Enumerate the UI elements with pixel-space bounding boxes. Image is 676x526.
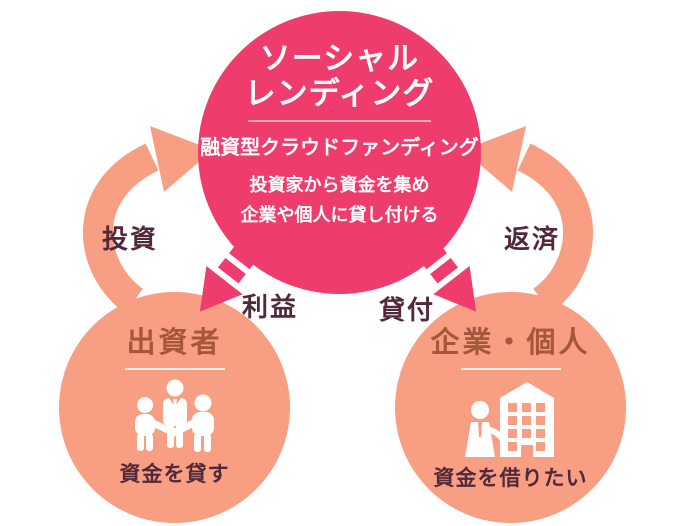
invest-curved-arrow [83,126,213,314]
investor-divider-line [124,368,225,370]
main-description-line1: 投資家から資金を集め [249,175,430,197]
borrower-circle-caption: 資金を借りたい [433,466,588,490]
main-description: 投資家から資金を集め 企業や個人に貸し付ける [241,171,439,230]
social-lending-circle: ソーシャル レンディング 融資型クラウドファンディング 投資家から資金を集め 企… [198,11,481,294]
loan-striped-arrow [407,229,477,312]
main-divider-line [248,120,431,123]
person-building-icon [464,382,554,457]
borrower-circle: 企業・個人 資金を借りたい [395,292,626,523]
borrower-divider-line [460,368,561,370]
main-title-line1: ソーシャル [259,41,420,77]
main-subtitle: 融資型クラウドファンディング [200,135,479,160]
investor-circle-caption: 資金を貸す [119,462,230,486]
loan-label: 貸付 [379,296,436,326]
profit-label: 利益 [242,293,299,323]
invest-label: 投資 [102,225,159,255]
repay-curved-arrow [463,126,593,314]
investor-circle: 出資者 資金を貸す [59,292,290,523]
repay-label: 返済 [504,225,561,255]
borrower-circle-title: 企業・個人 [430,325,591,359]
main-description-line2: 企業や個人に貸し付ける [240,204,439,226]
profit-striped-arrow [199,229,269,312]
main-title-line2: レンディング [244,76,435,113]
investor-circle-title: 出資者 [126,325,223,359]
main-title: ソーシャル レンディング [244,41,435,113]
handshake-people-icon [134,379,214,452]
